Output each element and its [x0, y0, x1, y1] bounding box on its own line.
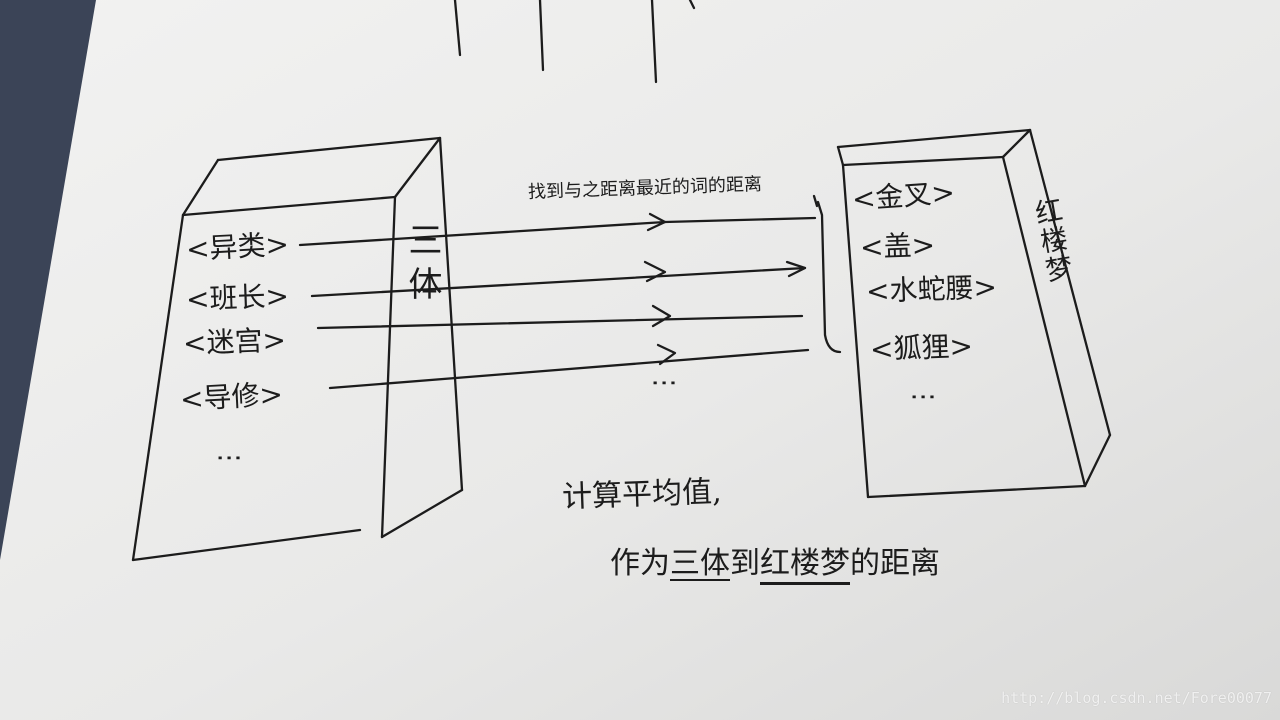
- left-book-box: [131, 136, 464, 562]
- arrow-more-dots: ⋮: [649, 370, 679, 396]
- right-book-box: [836, 128, 1112, 499]
- left-book-title: 三体: [402, 222, 442, 310]
- caption-line-1: 计算平均值,: [561, 474, 723, 515]
- caption-text-to: 到: [730, 546, 760, 581]
- left-word-3: <迷宫>: [182, 323, 287, 360]
- left-more-dots: ⋮: [214, 445, 244, 471]
- caption-text-distance: 的距离: [850, 546, 940, 581]
- distance-arrows: [298, 200, 842, 390]
- caption-book-red-chamber: 红楼梦: [760, 546, 850, 581]
- right-word-1: <金叉>: [850, 175, 956, 216]
- watermark: http://blog.csdn.net/Fore00077: [1001, 689, 1272, 707]
- left-word-2: <班长>: [185, 279, 290, 316]
- left-word-1: <异类>: [185, 227, 290, 266]
- right-word-3: <水蛇腰>: [865, 270, 998, 308]
- caption-book-three-body: 三体: [670, 546, 730, 581]
- right-word-4: <狐狸>: [869, 329, 974, 366]
- right-more-dots: ⋮: [908, 384, 938, 410]
- caption-text-as: 作为: [610, 546, 670, 581]
- left-word-4: <导修>: [179, 377, 284, 416]
- right-word-2: <盖>: [859, 228, 936, 264]
- caption-line-2: 作为三体到红楼梦的距离: [610, 538, 940, 582]
